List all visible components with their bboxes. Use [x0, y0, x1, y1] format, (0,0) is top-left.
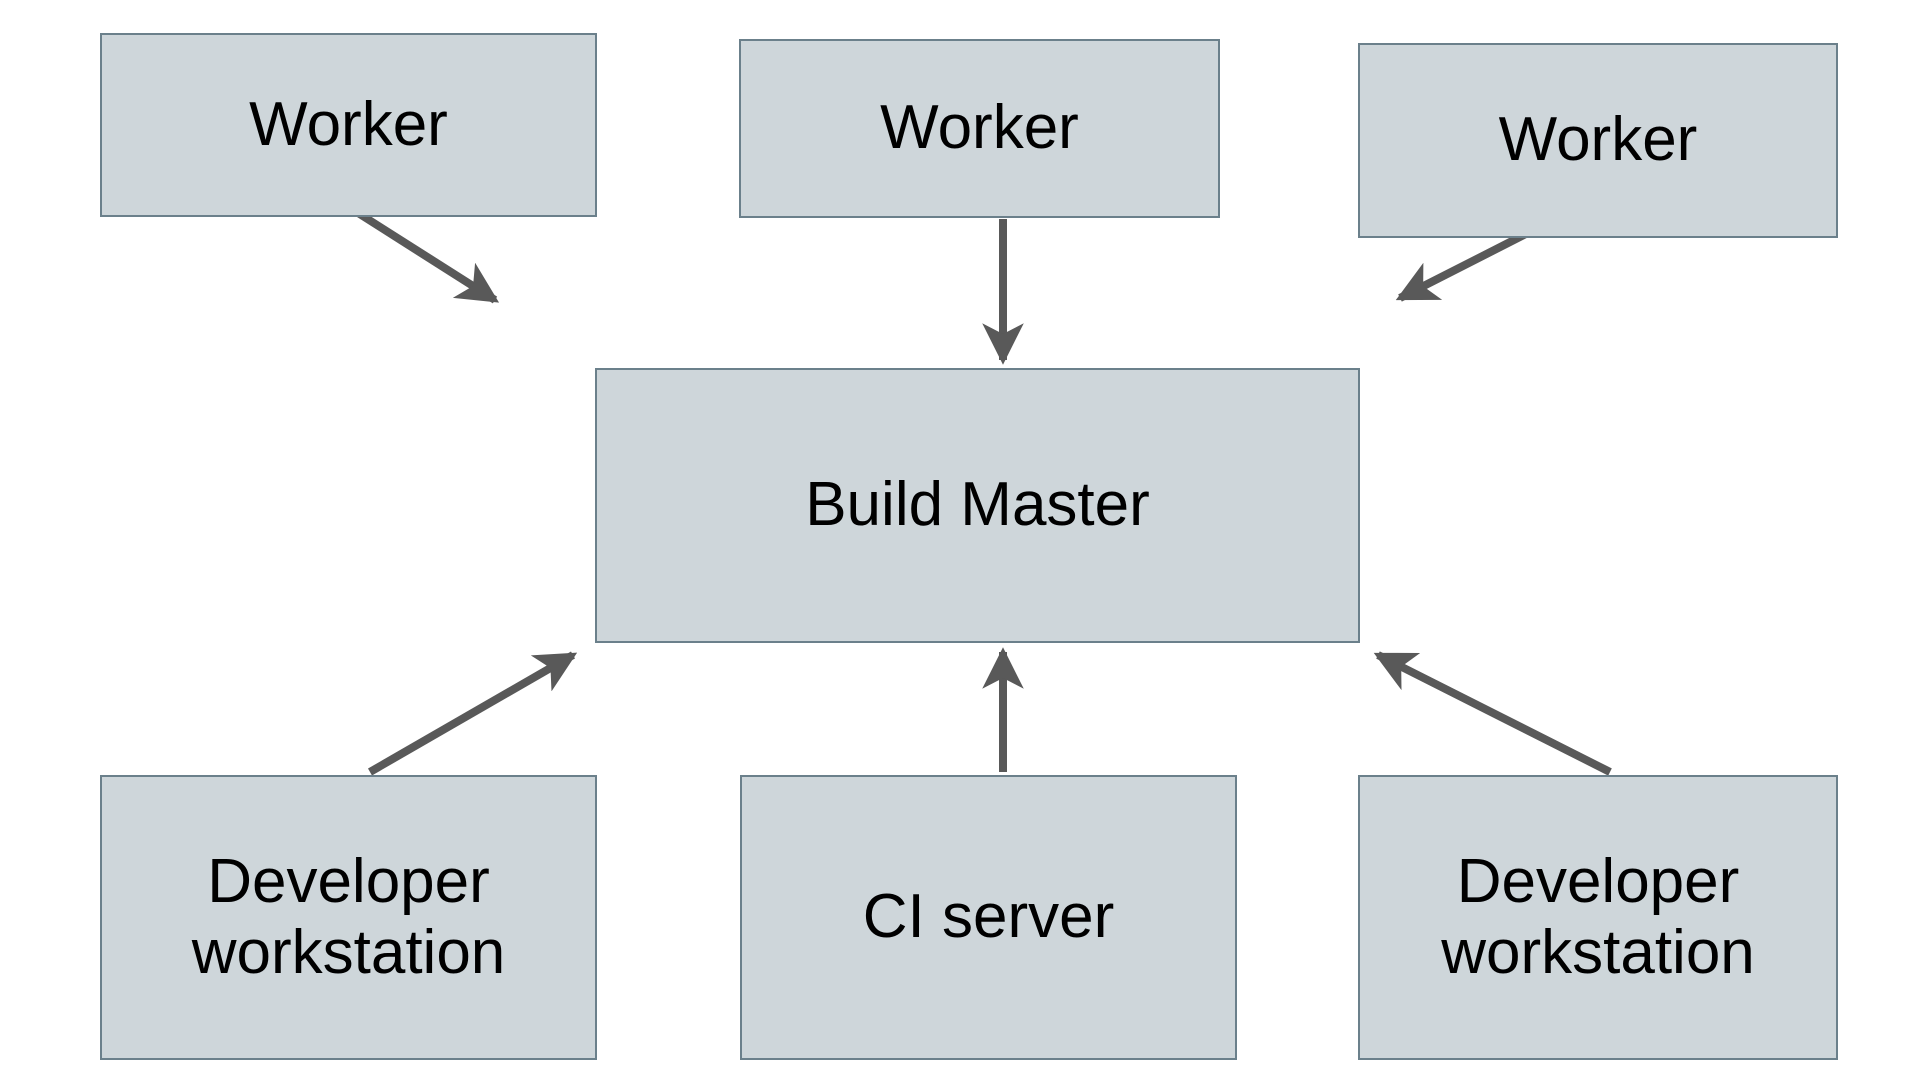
node-label: Developer workstation — [1441, 846, 1755, 987]
node-worker-left[interactable]: Worker — [100, 33, 597, 217]
node-ci-server[interactable]: CI server — [740, 775, 1237, 1060]
node-label: Developer workstation — [191, 846, 506, 987]
node-worker-right[interactable]: Worker — [1358, 43, 1838, 238]
node-label: Build Master — [805, 470, 1150, 540]
node-developer-workstation-left[interactable]: Developer workstation — [100, 775, 597, 1060]
node-build-master[interactable]: Build Master — [595, 368, 1360, 643]
node-label: Worker — [1498, 105, 1698, 175]
node-label: CI server — [862, 882, 1115, 952]
node-label: Worker — [880, 93, 1079, 163]
node-developer-workstation-right[interactable]: Developer workstation — [1358, 775, 1838, 1060]
edge-dev-right-to-master — [1373, 651, 1612, 776]
node-label: Worker — [249, 89, 448, 159]
node-worker-center[interactable]: Worker — [739, 39, 1220, 218]
edge-dev-left-to-master — [368, 651, 578, 776]
